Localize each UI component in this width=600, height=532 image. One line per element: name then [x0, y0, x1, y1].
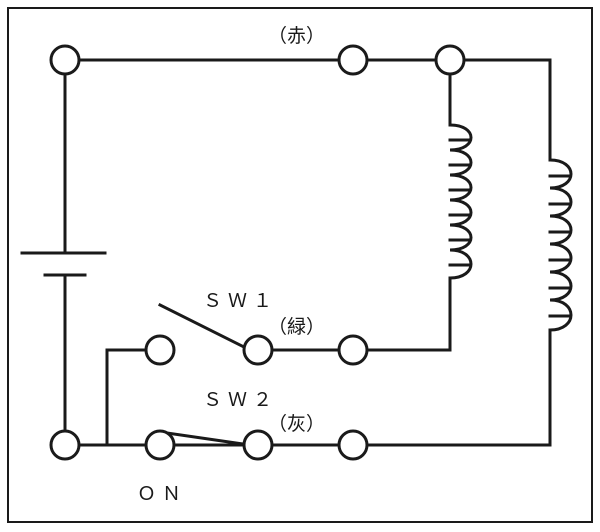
sw2-blade: [158, 430, 252, 447]
label-on: ＯＮ: [137, 483, 187, 505]
coil-1: [448, 123, 473, 280]
battery-symbol: [20, 251, 107, 277]
terminal-top-left: [49, 44, 81, 76]
terminal-sw1-off: [144, 334, 176, 366]
wires: [63, 58, 552, 447]
sw1-blade: [157, 302, 253, 353]
terminal-green: [337, 334, 369, 366]
terminal-red: [337, 44, 369, 76]
terminal-gray: [337, 429, 369, 461]
terminals: [49, 44, 466, 461]
label-sw1: ＳＷ１: [203, 290, 278, 312]
coil-2: [548, 158, 573, 332]
terminal-sw1-common: [242, 334, 274, 366]
label-gray: （灰）: [268, 413, 325, 435]
terminal-top-right: [434, 44, 466, 76]
terminal-sw2-on: [144, 429, 176, 461]
label-green: （緑）: [268, 316, 325, 338]
terminal-bottom-left: [49, 429, 81, 461]
label-sw2: ＳＷ２: [203, 389, 278, 411]
label-red: （赤）: [268, 25, 325, 47]
frame-border: [7, 7, 593, 523]
terminal-sw2-common: [242, 429, 274, 461]
